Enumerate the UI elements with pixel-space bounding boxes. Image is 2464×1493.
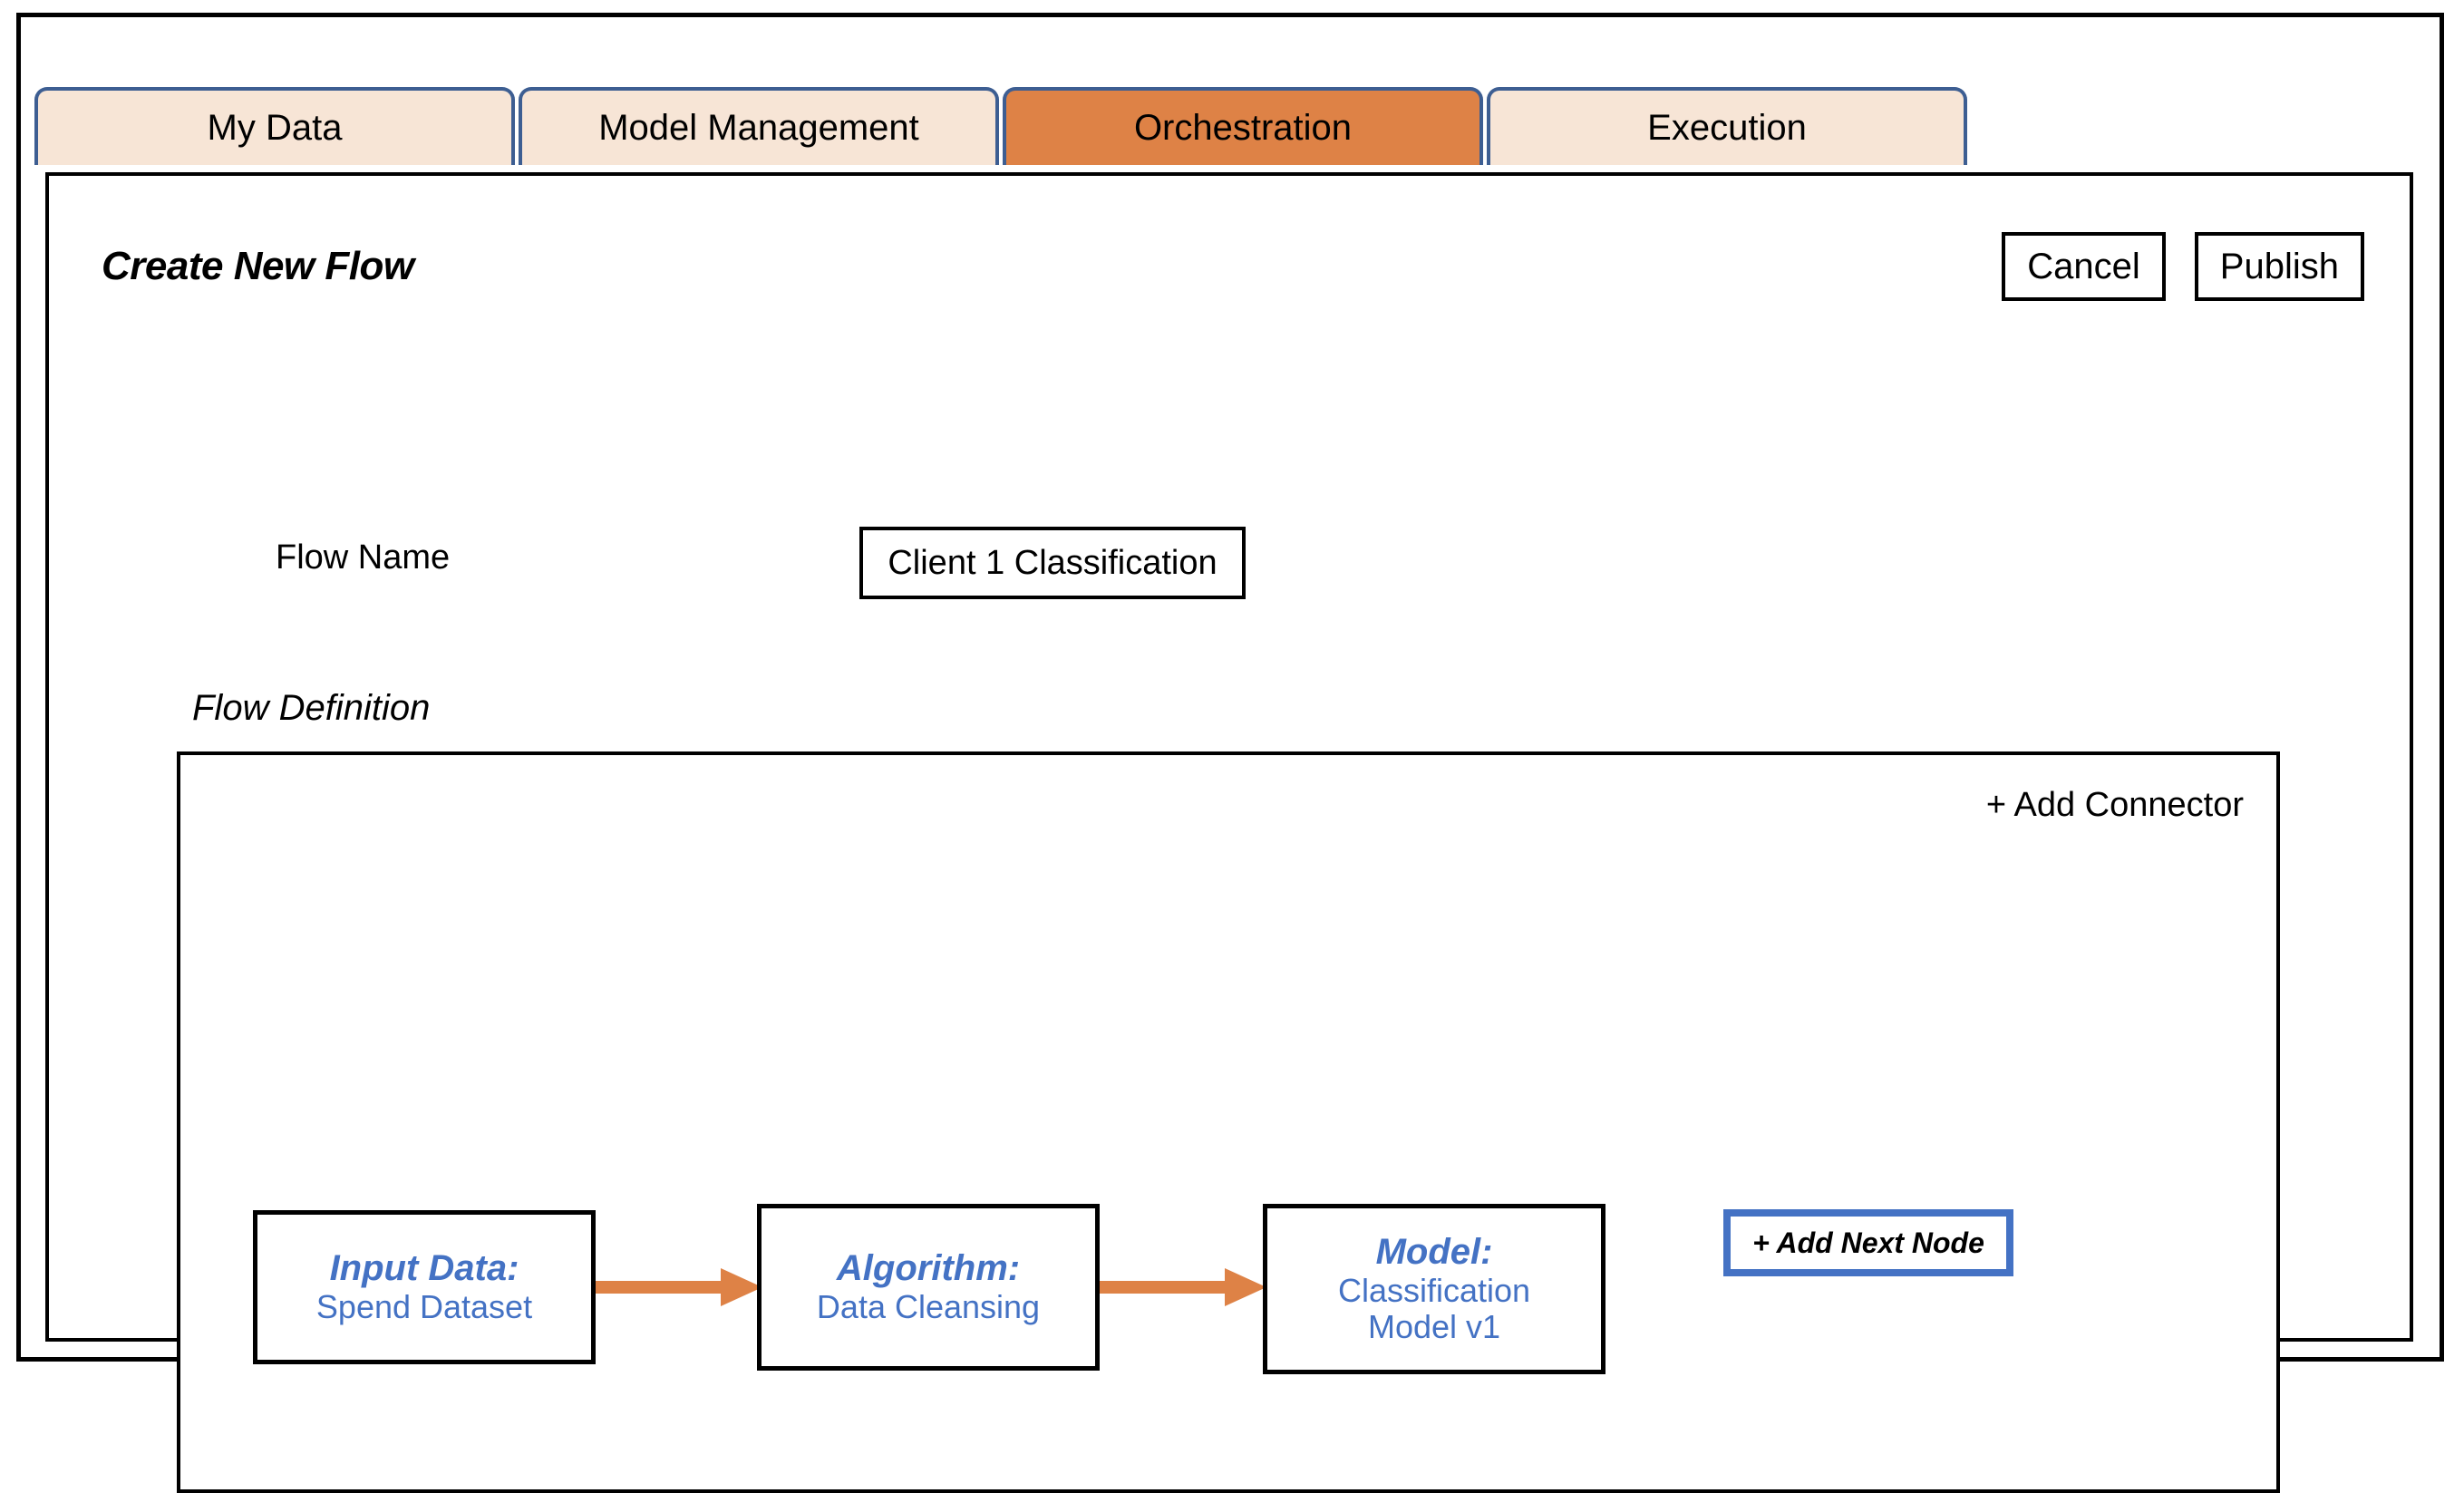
tab-label: Model Management [598,107,919,148]
flow-node-title: Input Data: [329,1248,519,1289]
flow-name-input[interactable]: Client 1 Classification [859,527,1246,599]
tab-strip: My Data Model Management Orchestration E… [34,87,1971,165]
cancel-button[interactable]: Cancel [2002,232,2166,301]
cancel-button-label: Cancel [2027,246,2140,286]
header-actions: Cancel Publish [2002,232,2364,301]
flow-node-subtitle: Spend Dataset [315,1288,533,1326]
add-next-node-label: + Add Next Node [1752,1226,1984,1259]
flow-node-algorithm[interactable]: Algorithm: Data Cleansing [757,1204,1100,1371]
flow-connector-arrow [596,1268,762,1306]
flow-name-value: Client 1 Classification [888,543,1217,582]
flow-name-label: Flow Name [276,538,451,577]
tab-orchestration[interactable]: Orchestration [1003,87,1483,165]
flow-node-input-data[interactable]: Input Data: Spend Dataset [253,1210,596,1364]
flow-canvas[interactable]: + Add Connector Input Data: Spend Datase… [177,751,2280,1493]
page-title: Create New Flow [102,244,414,288]
tab-execution[interactable]: Execution [1487,87,1967,165]
add-next-node-button[interactable]: + Add Next Node [1723,1209,2013,1276]
flow-node-title: Algorithm: [836,1248,1021,1289]
flow-node-model[interactable]: Model: Classification Model v1 [1263,1204,1605,1374]
flow-definition-label: Flow Definition [192,688,431,728]
flow-node-subtitle: Data Cleansing [816,1288,1041,1326]
add-connector-button[interactable]: + Add Connector [1985,786,2244,824]
publish-button[interactable]: Publish [2194,232,2364,301]
publish-button-label: Publish [2219,246,2339,286]
tab-label: Orchestration [1133,107,1353,148]
flow-node-subtitle-line1: Classification [1337,1272,1531,1310]
flow-connector-arrow [1100,1268,1266,1306]
flow-node-title: Model: [1375,1232,1493,1273]
tab-label: My Data [207,107,343,148]
tab-label: Execution [1647,107,1807,148]
orchestration-content-panel: Create New Flow Cancel Publish Flow Name… [45,172,2413,1493]
flow-node-subtitle-line2: Model v1 [1367,1308,1501,1346]
tab-model-management[interactable]: Model Management [519,87,999,165]
tab-my-data[interactable]: My Data [34,87,515,165]
